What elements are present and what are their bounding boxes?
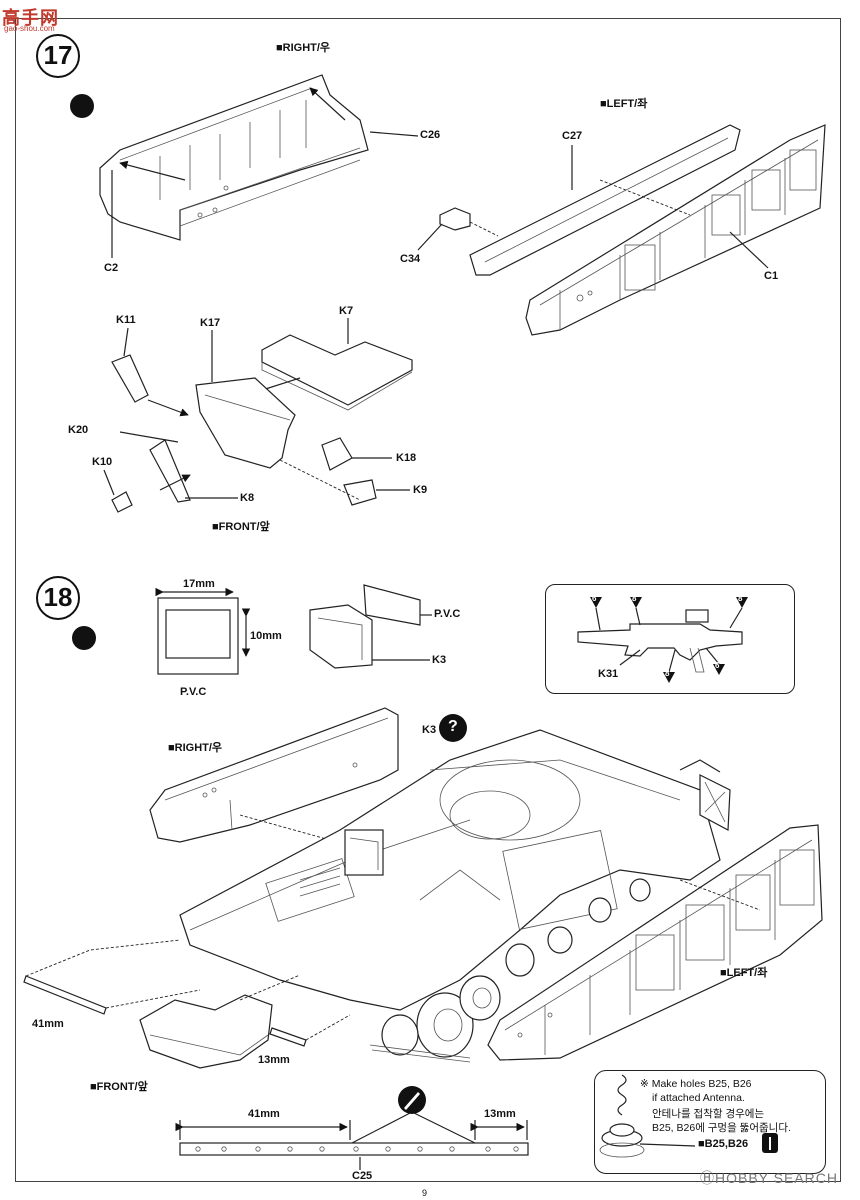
site-logo-url: gao-shou.com: [4, 24, 55, 33]
step18-front-plate: [139, 974, 301, 1069]
label-k31: K31: [598, 668, 619, 680]
pvc-height: 10mm: [250, 630, 282, 642]
step17-left-label: ■LEFT/좌: [600, 98, 648, 110]
label-c26: C26: [420, 129, 441, 141]
c25-41mm: 41mm: [248, 1108, 280, 1120]
note-line-1: ※ Make holes B25, B26: [640, 1078, 752, 1090]
step18-front-label: ■FRONT/앞: [90, 1081, 148, 1093]
pvc-label: P.V.C: [180, 686, 207, 698]
pvc-width: 17mm: [183, 578, 215, 590]
part-k11: [111, 354, 149, 403]
step-18-badge: 18: [36, 576, 80, 620]
part-k18: [321, 437, 353, 471]
part-k10: [111, 491, 133, 513]
color-8-b: 8: [738, 594, 743, 603]
leader-c26: [369, 131, 419, 137]
color-8-a: 8: [632, 594, 637, 603]
k3-label: K3: [432, 654, 447, 666]
label-c1: C1: [764, 270, 779, 282]
arrow-c2: [119, 160, 186, 181]
part-c27-c1-left-panel: [469, 124, 826, 336]
vehicle-hull: [179, 729, 731, 1011]
pvc-label-2: P.V.C: [434, 608, 461, 620]
k3-label-2: K3: [422, 724, 437, 736]
rifle-detail-box: [545, 584, 795, 694]
site-logo: 高手网: [2, 8, 59, 28]
step18-left-panel: [487, 824, 823, 1061]
strip-13mm: 13mm: [258, 1054, 290, 1066]
c25-13mm: 13mm: [484, 1108, 516, 1120]
step18-right-label: ■RIGHT/우: [168, 742, 223, 754]
strip-41mm: 41mm: [32, 1018, 64, 1030]
note-line-2: if attached Antenna.: [652, 1092, 745, 1104]
part-k8: [149, 439, 191, 503]
color-8-c: 8: [665, 669, 670, 678]
page-frame: [15, 18, 841, 1182]
rifle-k31: [577, 609, 743, 673]
label-k20: K20: [68, 424, 89, 436]
leader-c1: [729, 231, 769, 269]
step18-right-panel: [149, 707, 399, 843]
question-icon-bg: [439, 714, 467, 742]
antenna-base-drawing: [599, 1074, 696, 1158]
label-k18: K18: [396, 452, 417, 464]
step-17-badge: 17: [36, 34, 80, 78]
arrow-k11: [147, 399, 189, 417]
label-k7: K7: [339, 305, 354, 317]
label-c27: C27: [562, 130, 583, 142]
part-k9: [343, 479, 377, 506]
hobby-search-watermark: ⒽHOBBY SEARCH: [700, 1170, 838, 1186]
step17-right-label: ■RIGHT/우: [276, 42, 331, 54]
page-number: 9: [422, 1188, 428, 1198]
pvc-template: [155, 587, 251, 675]
part-k20: [119, 431, 179, 443]
glue-icon-17: [70, 94, 94, 118]
note-line-4: B25, B26에 구멍을 뚫어줍니다.: [652, 1122, 791, 1134]
label-k8: K8: [240, 492, 255, 504]
part-k17: [195, 330, 296, 469]
plastic-strips: [23, 939, 351, 1047]
step17-front-label: ■FRONT/앞: [212, 521, 270, 533]
road-wheels: [369, 878, 651, 1063]
arrow-k8: [159, 474, 191, 491]
part-k3-window: [309, 584, 432, 669]
label-c25: C25: [352, 1170, 373, 1182]
label-k9: K9: [413, 484, 428, 496]
part-c26-right-panel: [99, 74, 369, 241]
part-c25-strip: [175, 1111, 529, 1170]
part-c34: [417, 207, 499, 251]
label-c34: C34: [400, 253, 421, 265]
color-6-b: 6: [715, 661, 720, 670]
note-parts-b25-b26: ■B25,B26: [698, 1138, 749, 1150]
label-c2: C2: [104, 262, 119, 274]
question-mark: ?: [448, 718, 458, 735]
dash-c27: [599, 179, 691, 216]
label-k17: K17: [200, 317, 221, 329]
knife-blade: [404, 1092, 420, 1110]
part-k7: [261, 318, 413, 411]
color-6-a: 6: [592, 594, 597, 603]
note-line-3: 안테나를 접착할 경우에는: [652, 1108, 765, 1120]
antenna-note-box: [594, 1070, 826, 1174]
label-k11: K11: [116, 314, 136, 326]
glue-icon-18: [72, 626, 96, 650]
leader-k11: [123, 327, 129, 357]
dash-k9: [279, 459, 361, 501]
arrow-c26: [309, 87, 346, 121]
color-callouts: [590, 597, 748, 683]
label-k10: K10: [92, 456, 113, 468]
step18-left-label: ■LEFT/좌: [720, 967, 768, 979]
leader-k10: [103, 469, 115, 496]
